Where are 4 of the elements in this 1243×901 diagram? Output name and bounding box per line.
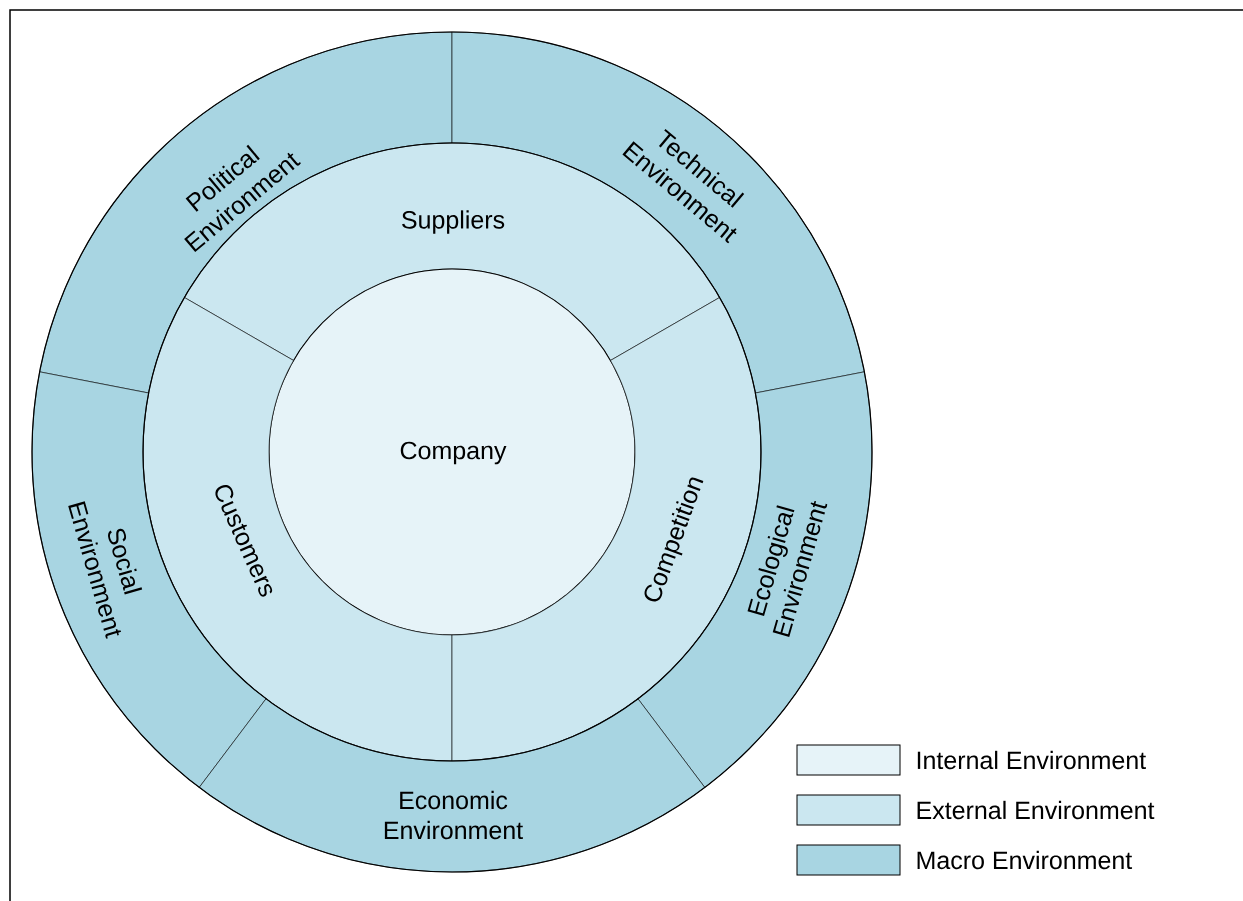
legend-label: Macro Environment <box>917 850 1133 870</box>
legend-label: External Environment <box>917 800 1155 820</box>
ring-segment: Economic Environment <box>198 698 706 873</box>
legend-label: Internal Environment <box>917 750 1146 770</box>
